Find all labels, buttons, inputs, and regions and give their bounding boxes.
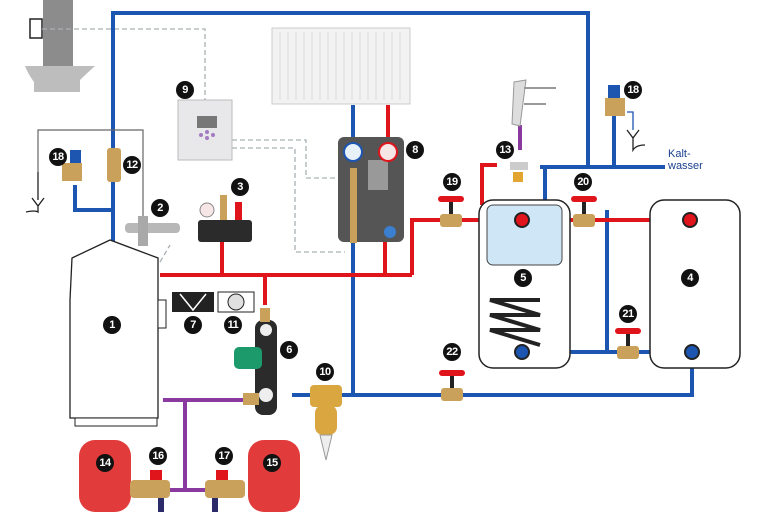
cold-water-label-line1: Kalt- <box>668 148 691 160</box>
boiler <box>69 239 167 427</box>
faucet <box>510 79 556 182</box>
ball-valves <box>438 196 641 401</box>
flue-damper <box>172 292 214 312</box>
safety-valve-left <box>62 150 82 181</box>
label-ball-valve-c: 21 <box>619 305 637 323</box>
chimney <box>25 0 95 92</box>
label-room-controller: 9 <box>176 81 194 99</box>
expansion-vessels <box>79 440 300 512</box>
label-flue-damper: 7 <box>184 316 202 334</box>
label-ball-valve-b: 20 <box>574 173 592 191</box>
control-lines <box>42 28 345 263</box>
dirt-separator <box>310 385 342 461</box>
room-controller <box>177 99 233 161</box>
label-cap-valve-right: 17 <box>215 447 233 465</box>
supply-pipes <box>160 105 690 305</box>
cold-water-label: Kalt- wasser <box>668 148 703 172</box>
label-boiler: 1 <box>103 316 121 334</box>
label-safety-valve-left: 18 <box>49 148 67 166</box>
heating-circuit-pump-group <box>338 137 404 243</box>
label-ball-valve-d: 22 <box>443 343 461 361</box>
label-expansion-vessel-left: 14 <box>96 454 114 472</box>
label-ball-valve-a: 19 <box>443 173 461 191</box>
label-dirt-separator: 10 <box>316 363 334 381</box>
label-cap-valve-left: 16 <box>149 447 167 465</box>
label-safety-group: 3 <box>231 178 249 196</box>
thermostatic-mixing-valve <box>125 216 180 246</box>
cold-water-label-line2: wasser <box>668 160 703 172</box>
label-safety-valve-right: 18 <box>624 81 642 99</box>
label-buffer-tank: 4 <box>681 269 699 287</box>
backflow-valve <box>107 148 121 182</box>
draft-regulator <box>217 291 255 313</box>
radiator <box>271 27 411 105</box>
label-boiler-pump-group: 6 <box>280 341 298 359</box>
label-hot-water-tank: 5 <box>514 269 532 287</box>
boiler-pump-group <box>234 308 277 415</box>
label-backflow-valve: 12 <box>123 156 141 174</box>
label-draft-regulator: 11 <box>224 316 242 334</box>
label-expansion-vessel-right: 15 <box>263 454 281 472</box>
label-domestic-mixing-valve: 13 <box>496 141 514 159</box>
safety-group <box>198 195 252 242</box>
label-thermostatic-mixing-valve: 2 <box>151 199 169 217</box>
safety-valve-right <box>605 85 625 116</box>
label-heating-circuit-pump-group: 8 <box>406 141 424 159</box>
